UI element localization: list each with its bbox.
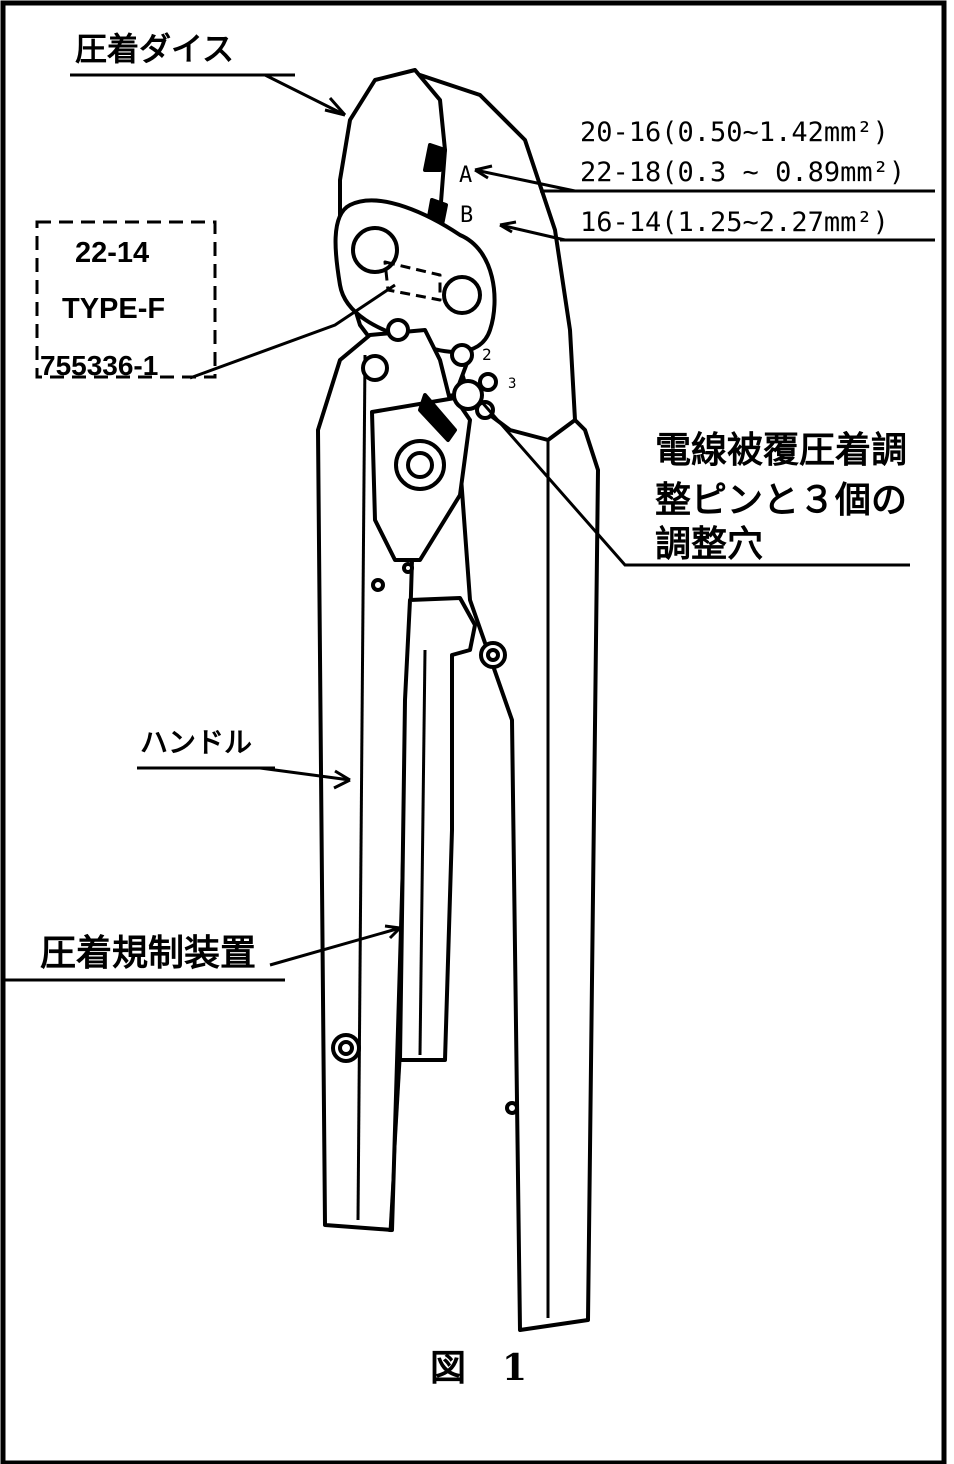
range-a1-label: 20-16(0.50~1.42mm²) [580,117,889,148]
crimp-tool-illustration [316,68,600,1332]
crimp-die-label: 圧着ダイス [75,30,234,68]
range-b-label: 16-14(1.25~2.27mm²) [580,207,889,238]
pin-label-line2: 整ピンと３個の [655,480,907,521]
handle-label: ハンドル [140,726,252,759]
adjust-pin [452,379,484,411]
die-part-number-label: 755336-1 [40,350,158,381]
die-mark-b: B [460,203,473,228]
pin-leader [478,399,910,567]
range-a-leader [474,168,576,193]
ratchet-leader [269,926,401,967]
ratchet-label: 圧着規制装置 [40,933,256,974]
right-handle [453,383,600,1332]
die-code-leader [189,283,396,380]
die-mark-a: A [459,163,472,188]
die-code-box [35,220,217,379]
die-type-label: TYPE-F [62,293,165,325]
die-size-label: 22-14 [75,237,149,269]
range-a2-label: 22-18(0.3 ~ 0.89mm²) [580,157,905,188]
pin-label-line3: 調整穴 [655,524,763,565]
ratchet-mechanism [398,596,477,1062]
handle-leader [259,766,351,782]
leader-lines [5,73,935,982]
hole-number-3: 3 [508,376,516,392]
figure-caption: 図 1 [430,1347,527,1389]
range-b-leader [499,223,566,242]
hole-number-2: 2 [482,345,492,364]
die-leader [264,73,346,117]
pin-label-line1: 電線被覆圧着調 [655,430,907,471]
